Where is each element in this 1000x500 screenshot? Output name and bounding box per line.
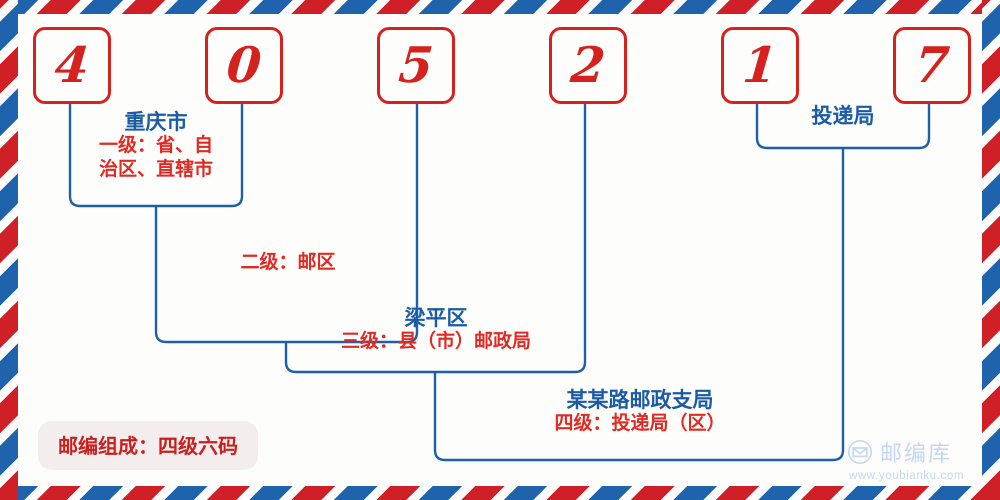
airmail-border-bottom bbox=[0, 486, 1000, 500]
level-4-tier-line-1: 四级：投递局（区） bbox=[554, 413, 726, 435]
label-group-level-3: 梁平区 三级：县（市）邮政局 bbox=[288, 305, 584, 355]
airmail-border-left bbox=[0, 0, 18, 500]
digit-glyph: 2 bbox=[568, 36, 608, 94]
watermark: 邮编库 www.youbianku.com bbox=[847, 436, 964, 482]
postcode-digit-6: 7 bbox=[893, 27, 971, 104]
envelope-circle-icon bbox=[847, 439, 873, 465]
label-group-level-2: 二级：邮区 bbox=[160, 252, 416, 274]
airmail-border-right bbox=[982, 0, 1000, 500]
watermark-brand: 邮编库 bbox=[879, 442, 952, 467]
level-3-tier-line-1: 三级：县（市）邮政局 bbox=[340, 331, 531, 353]
level-1-region-name: 重庆市 bbox=[124, 109, 188, 134]
digit-glyph: 4 bbox=[52, 36, 92, 94]
postcode-digit-4: 2 bbox=[549, 27, 627, 104]
level-2-tier-line-1: 二级：邮区 bbox=[240, 252, 336, 273]
label-group-level-4: 某某路邮政支局 四级：投递局（区） bbox=[438, 387, 842, 437]
postcode-digit-2: 0 bbox=[205, 27, 283, 104]
level-4-region-name: 某某路邮政支局 bbox=[566, 387, 714, 412]
airmail-border-top bbox=[0, 0, 1000, 14]
level-1-tier-line-1: 一级：省、自 bbox=[98, 135, 213, 157]
digit-glyph: 0 bbox=[224, 36, 264, 94]
postcode-digit-1: 4 bbox=[33, 27, 111, 104]
digit-glyph: 7 bbox=[912, 36, 952, 94]
delivery-office-label: 投递局 bbox=[811, 103, 875, 128]
level-1-tier-line-2: 治区、直辖市 bbox=[98, 158, 213, 180]
digit-glyph: 5 bbox=[396, 36, 436, 94]
level-3-region-name: 梁平区 bbox=[404, 305, 468, 330]
label-group-level-1: 重庆市 一级：省、自 治区、直辖市 bbox=[60, 109, 252, 181]
postcode-digit-3: 5 bbox=[377, 27, 455, 104]
legend-badge: 邮编组成：四级六码 bbox=[38, 421, 258, 470]
digit-glyph: 1 bbox=[740, 36, 780, 94]
label-group-delivery-office: 投递局 bbox=[760, 103, 926, 128]
watermark-url: www.youbianku.com bbox=[848, 470, 964, 482]
postcode-digit-5: 1 bbox=[721, 27, 799, 104]
